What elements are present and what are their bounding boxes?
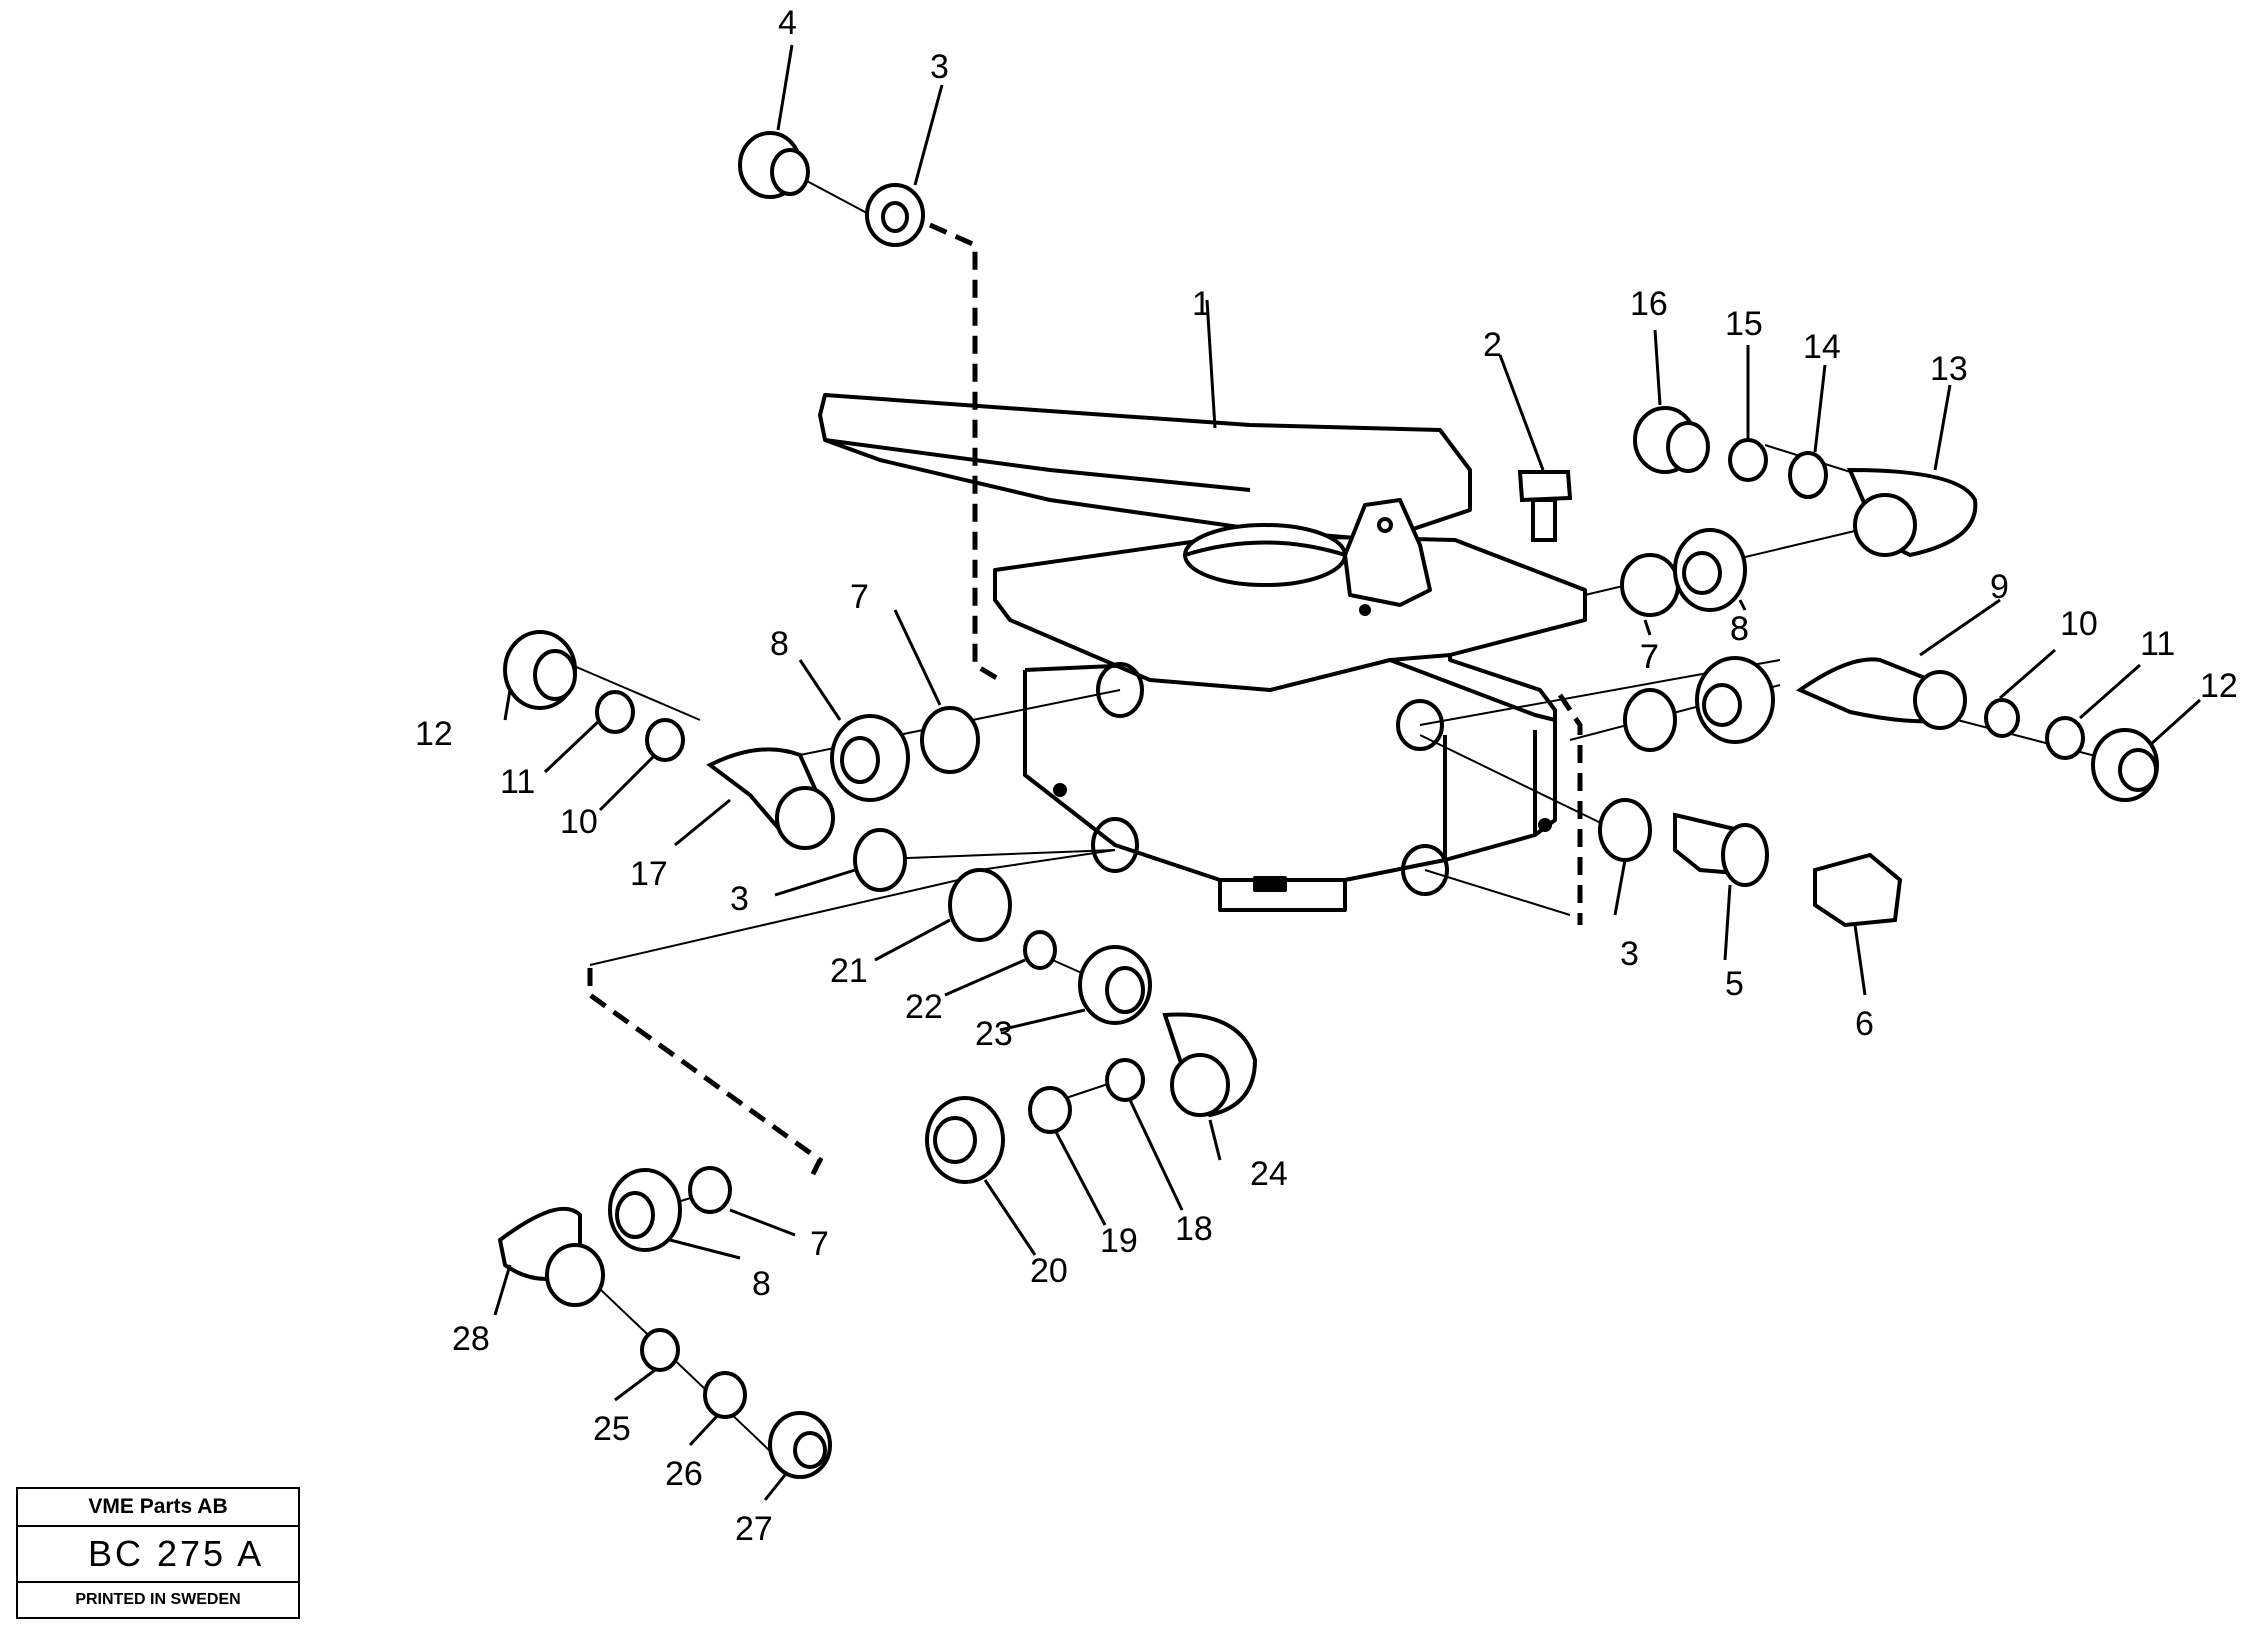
- callout-27: 27: [735, 1510, 773, 1548]
- dashed-lines: [587, 222, 1583, 1182]
- callout-10: 10: [2060, 605, 2098, 643]
- callout-4: 4: [778, 4, 797, 42]
- callout-7: 7: [850, 578, 869, 616]
- leader-lines: [493, 44, 2202, 1501]
- callout-19: 19: [1100, 1222, 1138, 1260]
- callout-25: 25: [593, 1410, 631, 1448]
- callout-8: 8: [1730, 610, 1749, 648]
- callout-6: 6: [1855, 1005, 1874, 1043]
- callout-8: 8: [770, 625, 789, 663]
- callout-1: 1: [1192, 285, 1211, 323]
- callout-3: 3: [1620, 935, 1639, 973]
- printed-notice: PRINTED IN SWEDEN: [75, 1591, 241, 1608]
- callout-18: 18: [1175, 1210, 1213, 1248]
- callout-8: 8: [752, 1265, 771, 1303]
- callout-12: 12: [2200, 667, 2238, 705]
- callout-16: 16: [1630, 285, 1668, 323]
- callout-5: 5: [1725, 965, 1744, 1003]
- callout-2: 2: [1483, 326, 1502, 364]
- callout-21: 21: [830, 952, 868, 990]
- company-name: VME Parts AB: [18, 1489, 298, 1527]
- callout-14: 14: [1803, 328, 1841, 366]
- callout-3: 3: [930, 48, 949, 86]
- callout-23: 23: [975, 1015, 1013, 1053]
- callout-22: 22: [905, 988, 943, 1026]
- callout-15: 15: [1725, 305, 1763, 343]
- callout-3: 3: [730, 880, 749, 918]
- title-block: VME Parts AB BC 275 A PRINTED IN SWEDEN: [16, 1487, 300, 1619]
- callout-20: 20: [1030, 1252, 1068, 1290]
- drawing-code: BC 275 A: [18, 1527, 298, 1583]
- callout-7: 7: [1640, 638, 1659, 676]
- callout-9: 9: [1990, 568, 2009, 606]
- callout-11: 11: [500, 763, 535, 801]
- callout-17: 17: [630, 855, 668, 893]
- callout-26: 26: [665, 1455, 703, 1493]
- callout-12: 12: [415, 715, 453, 753]
- callout-10: 10: [560, 803, 598, 841]
- valve-body: [818, 393, 1587, 912]
- callouts: 4 3 1 2 16 15 14 13 7 8 12 11 10 17 3 8 …: [415, 4, 2238, 1548]
- fittings: [497, 131, 2159, 1479]
- callout-8: 8: [1730, 610, 1749, 648]
- callout-11: 11: [2140, 625, 2175, 663]
- callout-7: 7: [810, 1225, 829, 1263]
- callout-7: 7: [1640, 638, 1659, 676]
- callout-13: 13: [1930, 350, 1968, 388]
- callout-24: 24: [1250, 1155, 1288, 1193]
- callout-28: 28: [452, 1320, 490, 1358]
